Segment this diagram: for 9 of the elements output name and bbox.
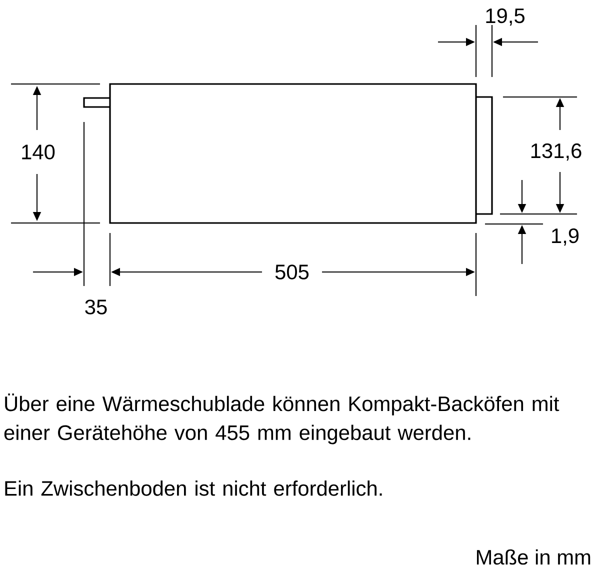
dimension-label: 1,9 — [552, 228, 579, 246]
description-text: Über eine Wärmeschublade können Kompakt-Backöfen mit einer Gerätehöhe von 455 mm eingebaut werden. — [4, 394, 560, 444]
dimension-label: 131,6 — [531, 143, 582, 161]
dimension-label: 35 — [85, 300, 107, 314]
dimension-label: 505 — [275, 264, 309, 280]
unit-note: Maße in mm — [476, 549, 590, 565]
description-text: Ein Zwischenboden ist nicht erforderlich. — [5, 480, 382, 496]
dimension-label: 140 — [22, 144, 55, 160]
dimension-label: 19,5 — [486, 8, 524, 26]
